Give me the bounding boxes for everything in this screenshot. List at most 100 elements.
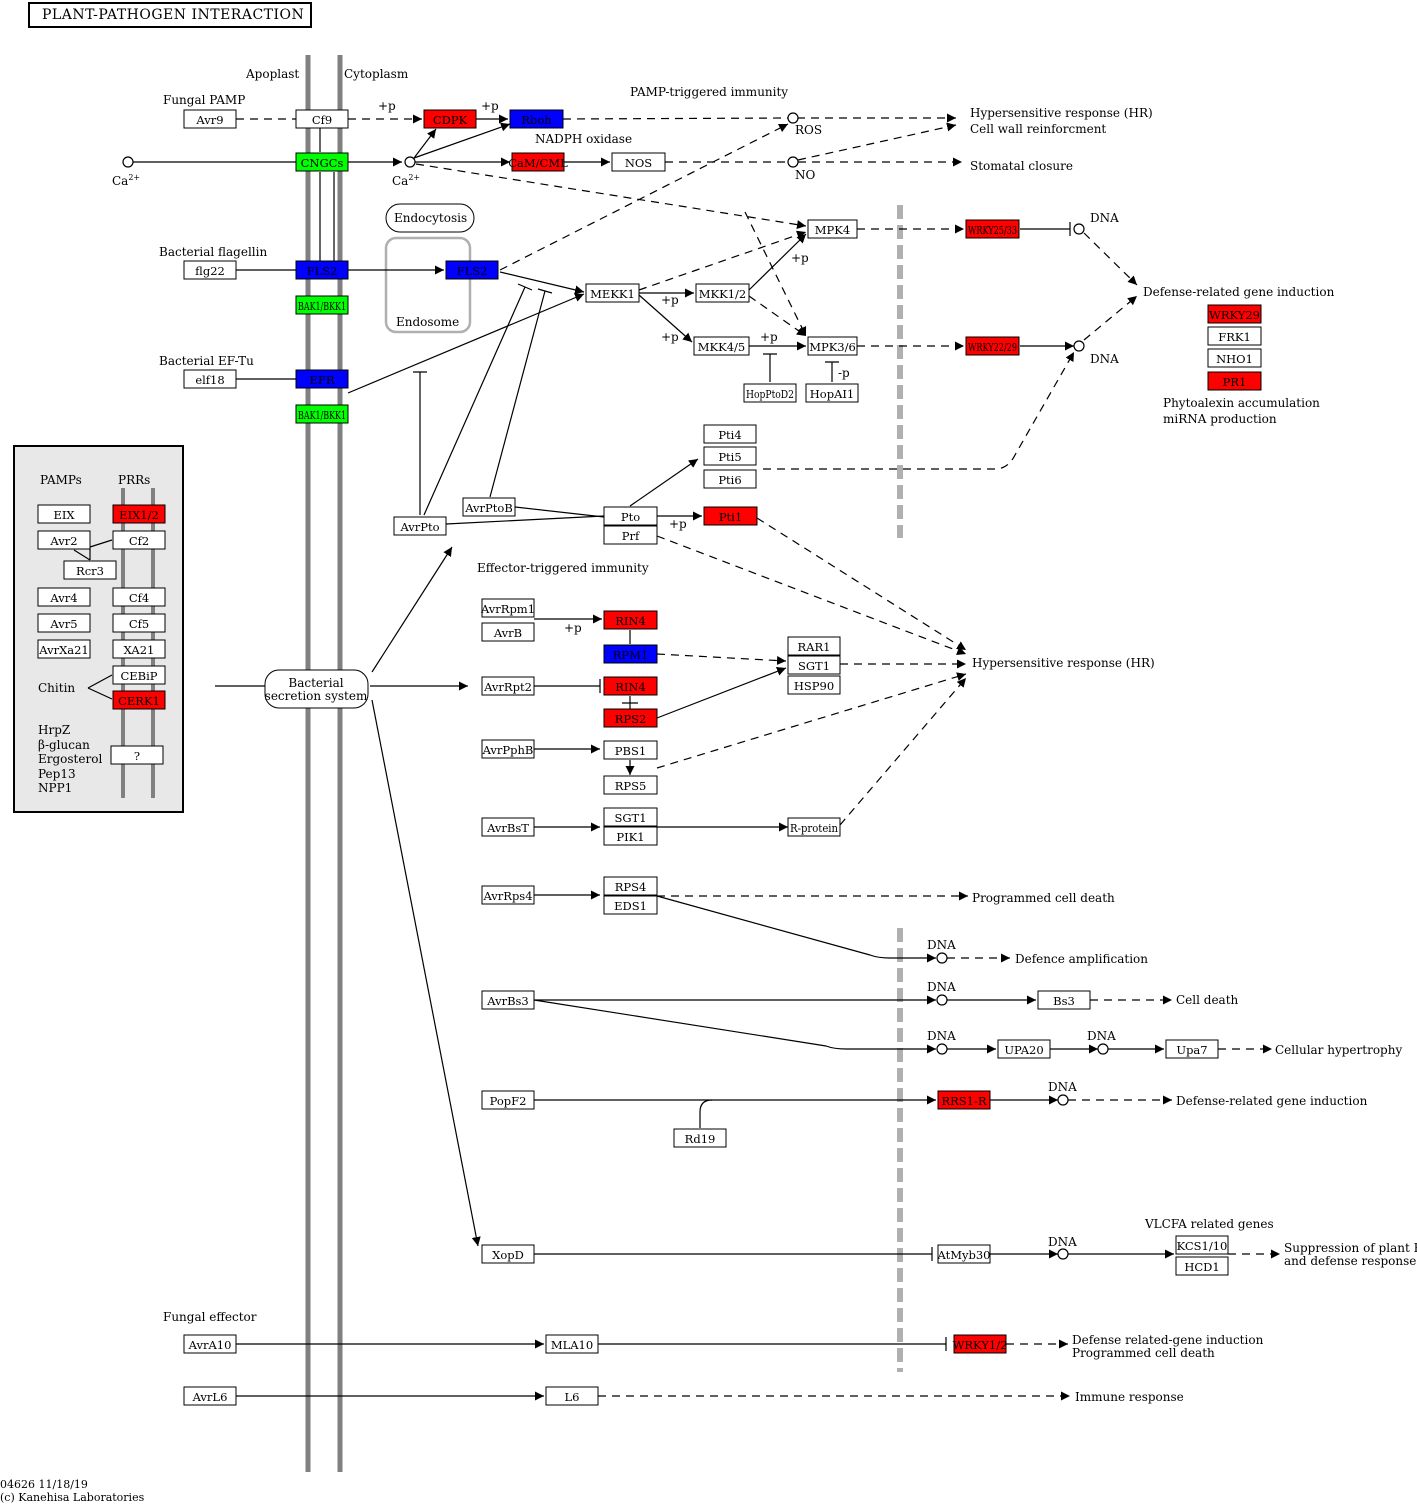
gene-node-hcd1[interactable]: HCD1 [1175,1256,1229,1276]
gene-node-sgt1-a[interactable]: SGT1 [787,655,841,675]
gene-node-box [703,446,757,466]
gene-node-pti1[interactable]: Pti1 [703,506,758,526]
gene-node-avr2[interactable]: Avr2 [37,530,91,550]
gene-node-rps2[interactable]: RPS2 [603,708,658,728]
gene-node-fls2-endo[interactable]: FLS2 [445,260,499,280]
gene-node-label: L6 [565,1390,580,1404]
edge-ca-mpk4 [415,163,807,230]
gene-node-pik1[interactable]: PIK1 [603,826,658,846]
gene-node-eix12[interactable]: EIX1/2 [112,504,166,524]
gene-node-avr4[interactable]: Avr4 [37,587,91,607]
gene-node-pti4[interactable]: Pti4 [703,424,757,444]
gene-node-cf2[interactable]: Cf2 [112,530,166,550]
gene-node-avrrps4[interactable]: AvrRps4 [481,885,535,905]
label-cytoplasm: Cytoplasm [344,67,409,81]
gene-node-wrky2533[interactable]: WRKY25/33 [965,219,1020,239]
gene-node-cngcs[interactable]: CNGCs [295,152,349,172]
gene-node-eds1[interactable]: EDS1 [603,895,658,915]
gene-node-xopd[interactable]: XopD [481,1244,535,1264]
gene-node-cdpk[interactable]: CDPK [423,109,477,129]
gene-node-cf5[interactable]: Cf5 [112,613,166,633]
gene-node-avrptob[interactable]: AvrPtoB [462,497,516,517]
gene-node-xa21[interactable]: XA21 [112,639,166,659]
gene-node-pti5[interactable]: Pti5 [703,446,757,466]
gene-node-flg22[interactable]: flg22 [183,260,237,280]
gene-node-label: FLS2 [307,264,338,278]
gene-node-frk1[interactable]: FRK1 [1207,326,1262,346]
gene-node-efr[interactable]: EFR [295,369,349,389]
gene-node-avrpphb[interactable]: AvrPphB [481,739,535,759]
gene-node-mla10[interactable]: MLA10 [545,1334,599,1354]
label-ca-left: Ca2+ [112,173,140,188]
gene-node-avrxa21[interactable]: AvrXa21 [37,639,91,659]
gene-node-avrbst[interactable]: AvrBsT [481,817,535,837]
gene-node-avrl6[interactable]: AvrL6 [183,1386,237,1406]
gene-node-camcml[interactable]: CaM/CML [508,152,568,172]
gene-node-rrs1r[interactable]: RRS1-R [937,1090,991,1110]
gene-node-pti6[interactable]: Pti6 [703,469,757,489]
label-dna-4: DNA [927,980,956,994]
gene-node-rboh[interactable]: Rboh [509,109,564,129]
gene-node-fls2-pm[interactable]: FLS2 [295,260,349,280]
gene-node-avrb[interactable]: AvrB [481,622,535,642]
gene-node-l6[interactable]: L6 [545,1386,599,1406]
gene-node-popf2[interactable]: PopF2 [481,1090,535,1110]
edge-fls2-mekk1 [499,271,585,295]
gene-node-wrky29[interactable]: WRKY29 [1207,304,1262,324]
edge-mekk1-mkk45 [638,294,693,343]
gene-node-avrpto[interactable]: AvrPto [393,516,447,536]
gene-node-mkk12[interactable]: MKK1/2 [695,283,750,303]
gene-node-rpm1[interactable]: RPM1 [603,644,658,664]
gene-node-hopai1[interactable]: HopAI1 [805,383,859,403]
gene-node-eix[interactable]: EIX [37,504,91,524]
gene-node-atmyb30[interactable]: AtMyb30 [937,1244,991,1264]
gene-node-label: CEBiP [120,669,157,683]
gene-node-upa7[interactable]: Upa7 [1165,1039,1219,1059]
edge-pto-pti4 [629,458,699,507]
gene-node-unknown[interactable]: ? [110,745,164,765]
gene-node-avrbs3[interactable]: AvrBs3 [481,990,535,1010]
gene-node-rar1[interactable]: RAR1 [787,636,841,656]
gene-node-rd19[interactable]: Rd19 [673,1128,727,1148]
gene-node-kcs110[interactable]: KCS1/10 [1175,1235,1229,1255]
gene-node-pbs1[interactable]: PBS1 [603,740,658,760]
gene-node-rin4-b[interactable]: RIN4 [603,676,658,696]
gene-node-cebip[interactable]: CEBiP [112,665,166,685]
gene-node-avra10[interactable]: AvrA10 [183,1334,237,1354]
gene-node-wrky12[interactable]: WRKY1/2 [953,1334,1008,1354]
gene-node-hsp90[interactable]: HSP90 [787,675,841,695]
gene-node-box [965,219,1020,239]
gene-node-avrrpt2[interactable]: AvrRpt2 [481,676,535,696]
gene-node-rcr3[interactable]: Rcr3 [63,560,117,580]
gene-node-mkk45[interactable]: MKK4/5 [693,336,750,356]
gene-node-bak1-2[interactable]: BAK1/BKK1 [295,404,349,424]
gene-node-box [603,525,658,545]
gene-node-cf4[interactable]: Cf4 [112,587,166,607]
gene-node-label: AvrL6 [192,1390,228,1404]
gene-node-rps5[interactable]: RPS5 [603,775,658,795]
gene-node-sgt1-b[interactable]: SGT1 [603,807,658,827]
gene-node-elf18[interactable]: elf18 [183,369,237,389]
gene-node-pr1[interactable]: PR1 [1207,371,1262,391]
gene-node-rin4-a[interactable]: RIN4 [603,610,658,630]
gene-node-bak1-1[interactable]: BAK1/BKK1 [295,295,349,315]
gene-node-avr9[interactable]: Avr9 [183,109,237,129]
gene-node-cerk1[interactable]: CERK1 [112,690,166,710]
gene-node-wrky2229[interactable]: WRKY22/29 [965,336,1020,356]
gene-node-mpk4[interactable]: MPK4 [807,219,858,239]
gene-node-mpk36[interactable]: MPK3/6 [807,336,858,356]
gene-node-box [481,990,535,1010]
gene-node-nho1[interactable]: NHO1 [1207,348,1262,368]
gene-node-pto[interactable]: Pto [603,506,658,526]
gene-node-cf9[interactable]: Cf9 [295,109,349,129]
gene-node-rprotein[interactable]: R-protein [787,817,841,837]
gene-node-mekk1[interactable]: MEKK1 [585,283,640,303]
gene-node-upa20[interactable]: UPA20 [997,1039,1051,1059]
gene-node-hoppto2[interactable]: HopPtoD2 [743,383,797,403]
gene-node-avrrpm1[interactable]: AvrRpm1 [480,598,535,618]
gene-node-avr5[interactable]: Avr5 [37,613,91,633]
gene-node-prf[interactable]: Prf [603,525,658,545]
gene-node-rps4[interactable]: RPS4 [603,876,658,896]
gene-node-nos[interactable]: NOS [611,152,666,172]
gene-node-bs3[interactable]: Bs3 [1037,990,1091,1010]
